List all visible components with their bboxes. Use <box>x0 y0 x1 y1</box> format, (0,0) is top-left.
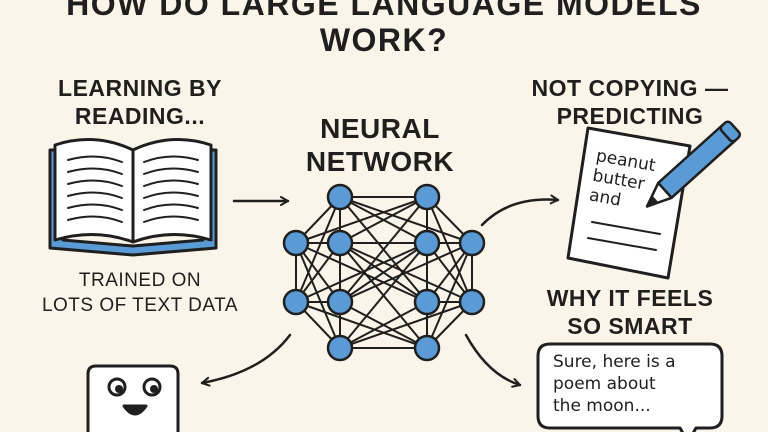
network-node <box>326 229 354 257</box>
smart-heading-line-1: WHY IT FEELS <box>546 285 714 311</box>
network-node <box>458 288 486 316</box>
learning-caption: TRAINED ON LOTS OF TEXT DATA <box>30 268 250 318</box>
neural-network-diagram <box>282 183 486 362</box>
learning-caption-line-1: TRAINED ON <box>78 270 202 291</box>
arrow-network-to-face <box>200 333 292 387</box>
title-line-2: WORK? <box>319 22 449 58</box>
predicting-heading-line-1: NOT COPYING — <box>531 75 729 101</box>
network-node <box>458 229 486 257</box>
network-node <box>282 288 310 316</box>
smart-heading: WHY IT FEELS SO SMART <box>530 284 730 340</box>
note-text: peanut butter and <box>588 146 657 215</box>
network-nodes <box>282 183 486 362</box>
network-heading-line-1: NEURAL <box>320 113 440 144</box>
network-node <box>326 183 354 211</box>
network-node <box>413 288 441 316</box>
smart-heading-line-2: SO SMART <box>567 313 693 339</box>
note-paper-icon <box>566 126 692 280</box>
arrow-network-to-bubble <box>464 333 522 388</box>
speech-bubble-text: Sure, here is a poem about the moon... <box>553 351 676 417</box>
chat-face-icon <box>86 364 180 432</box>
book-icon <box>48 138 218 257</box>
page-title: HOW DO LARGE LANGUAGE MODELS WORK? <box>0 0 768 58</box>
pencil-icon <box>645 120 742 208</box>
network-node <box>413 183 441 211</box>
network-node <box>413 334 441 362</box>
predicting-heading: NOT COPYING — PREDICTING <box>520 74 740 130</box>
arrows <box>200 194 560 388</box>
arrow-network-to-note <box>480 194 560 227</box>
bubble-line-2: poem about <box>553 374 656 394</box>
network-node <box>413 229 441 257</box>
speech-bubble <box>536 342 724 432</box>
bubble-line-3: the moon... <box>553 396 651 416</box>
network-heading: NEURAL NETWORK <box>280 112 480 178</box>
network-node <box>326 334 354 362</box>
learning-heading-line-2: READING... <box>74 103 206 129</box>
network-node <box>282 229 310 257</box>
title-line-1: HOW DO LARGE LANGUAGE MODELS <box>66 0 702 22</box>
bubble-line-1: Sure, here is a <box>553 352 676 372</box>
learning-caption-line-2: LOTS OF TEXT DATA <box>41 295 239 316</box>
network-connections <box>295 196 473 349</box>
predicting-heading-line-2: PREDICTING <box>556 103 704 129</box>
learning-heading: LEARNING BY READING... <box>40 74 240 130</box>
learning-heading-line-1: LEARNING BY <box>58 75 222 101</box>
network-heading-line-2: NETWORK <box>305 146 455 177</box>
network-node <box>326 288 354 316</box>
